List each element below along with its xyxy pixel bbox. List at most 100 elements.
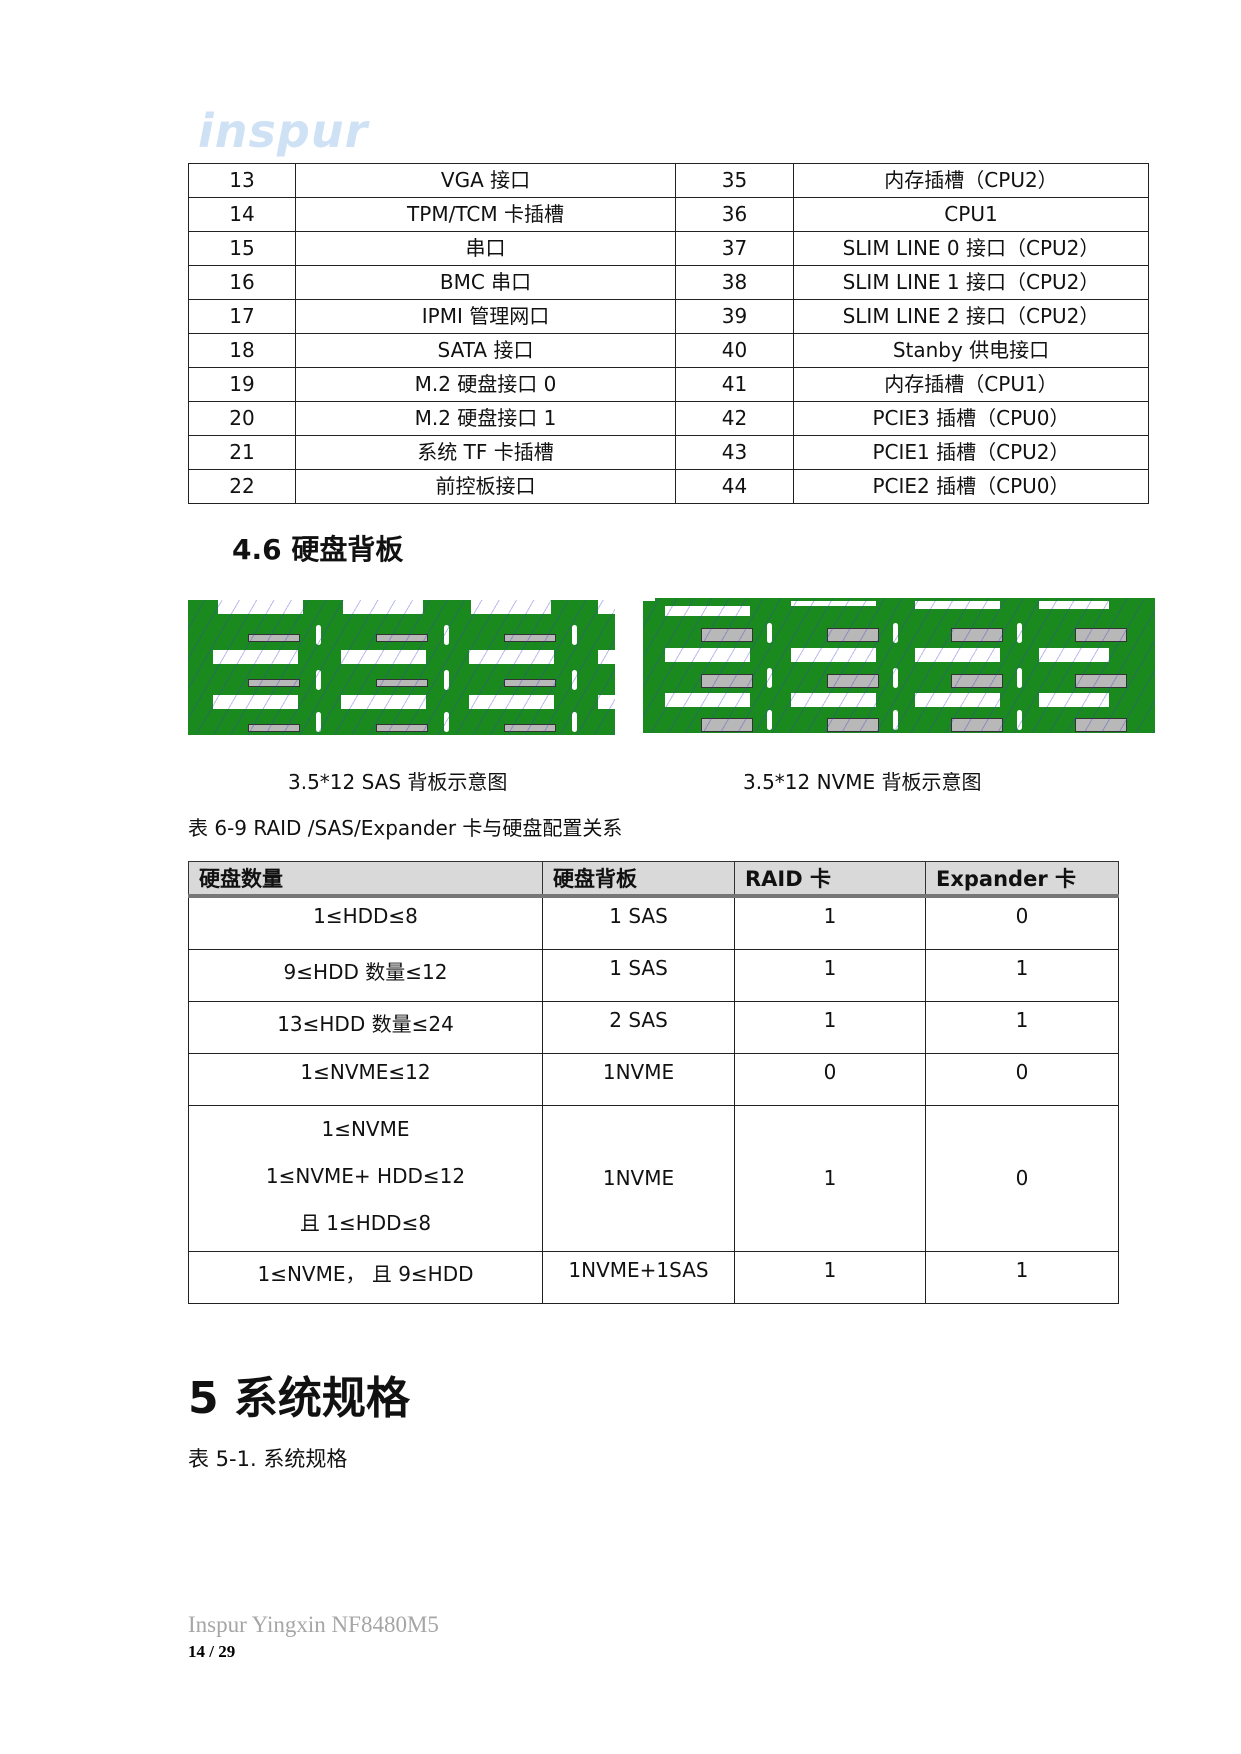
cell: 1: [734, 949, 926, 1002]
cell: 38: [675, 265, 794, 300]
table-header-row: 硬盘数量 硬盘背板 RAID 卡 Expander 卡: [188, 861, 1119, 898]
cell: TPM/TCM 卡插槽: [295, 197, 676, 232]
cell-line: 1≤NVME: [321, 1117, 410, 1141]
cell: 21: [188, 435, 296, 470]
cell: 1: [734, 1001, 926, 1054]
cell: 44: [675, 469, 794, 504]
cell: 39: [675, 299, 794, 334]
cell: SLIM LINE 1 接口（CPU2）: [793, 265, 1149, 300]
cell: IPMI 管理网口: [295, 299, 676, 334]
cell: 1≤HDD≤8: [188, 895, 543, 950]
sas-figure-caption: 3.5*12 SAS 背板示意图: [288, 770, 508, 794]
cell: 35: [675, 163, 794, 198]
table-row: 1≤NVME， 且 9≤HDD 1NVME+1SAS 1 1: [188, 1251, 1119, 1304]
cell: 37: [675, 231, 794, 266]
column-header: 硬盘数量: [188, 861, 543, 898]
cell: 1: [925, 949, 1119, 1002]
cell: 1: [925, 1001, 1119, 1054]
cell: 16: [188, 265, 296, 300]
cell: 内存插槽（CPU1）: [793, 367, 1149, 402]
table-row: 13≤HDD 数量≤24 2 SAS 1 1: [188, 1001, 1119, 1054]
cell: 1: [734, 895, 926, 950]
cell: 13≤HDD 数量≤24: [188, 1001, 543, 1054]
table-row: 1≤HDD≤8 1 SAS 1 0: [188, 895, 1119, 950]
cell-line: 且 1≤HDD≤8: [299, 1211, 432, 1235]
cell: PCIE2 插槽（CPU0）: [793, 469, 1149, 504]
cell: M.2 硬盘接口 1: [295, 401, 676, 436]
cell: 0: [925, 1105, 1119, 1252]
cell: 前控板接口: [295, 469, 676, 504]
cell: 1: [734, 1105, 926, 1252]
cell: 内存插槽（CPU2）: [793, 163, 1149, 198]
cell: SATA 接口: [295, 333, 676, 368]
column-header: 硬盘背板: [542, 861, 735, 898]
nvme-backplane-figure: [643, 598, 1155, 733]
inspur-logo: inspur: [198, 104, 369, 158]
cell: 串口: [295, 231, 676, 266]
column-header: RAID 卡: [734, 861, 926, 898]
cell: 40: [675, 333, 794, 368]
cell: 系统 TF 卡插槽: [295, 435, 676, 470]
cell: 18: [188, 333, 296, 368]
cell: M.2 硬盘接口 0: [295, 367, 676, 402]
cell: PCIE3 插槽（CPU0）: [793, 401, 1149, 436]
cell: 0: [925, 895, 1119, 950]
section-heading-5: 5 系统规格: [188, 1373, 410, 1424]
cell: 43: [675, 435, 794, 470]
cell: 1≤NVME≤12: [188, 1053, 543, 1106]
footer-product: Inspur Yingxin NF8480M5: [188, 1612, 439, 1637]
cell: 1NVME: [542, 1105, 735, 1252]
cell: 15: [188, 231, 296, 266]
table-row: 1≤NVME≤12 1NVME 0 0: [188, 1053, 1119, 1106]
cell: 14: [188, 197, 296, 232]
cell: PCIE1 插槽（CPU2）: [793, 435, 1149, 470]
cell: 0: [925, 1053, 1119, 1106]
cell: 1NVME+1SAS: [542, 1251, 735, 1304]
cell: Stanby 供电接口: [793, 333, 1149, 368]
cell: BMC 串口: [295, 265, 676, 300]
sas-backplane-figure: [188, 600, 615, 735]
cell: 1≤NVME， 且 9≤HDD: [188, 1251, 543, 1304]
cell-line: 1≤NVME+ HDD≤12: [265, 1164, 466, 1188]
cell: 41: [675, 367, 794, 402]
cell: 1≤NVME 1≤NVME+ HDD≤12 且 1≤HDD≤8: [188, 1105, 543, 1252]
table-caption-5-1: 表 5-1. 系统规格: [188, 1447, 348, 1471]
cell: 1 SAS: [542, 949, 735, 1002]
cell: 1: [734, 1251, 926, 1304]
cell: SLIM LINE 2 接口（CPU2）: [793, 299, 1149, 334]
section-heading-4-6: 4.6 硬盘背板: [232, 533, 404, 566]
cell: 0: [734, 1053, 926, 1106]
cell: 36: [675, 197, 794, 232]
cell: SLIM LINE 0 接口（CPU2）: [793, 231, 1149, 266]
table-row: 9≤HDD 数量≤12 1 SAS 1 1: [188, 949, 1119, 1002]
cell: 17: [188, 299, 296, 334]
cell: 42: [675, 401, 794, 436]
cell: 1NVME: [542, 1053, 735, 1106]
cell: 1 SAS: [542, 895, 735, 950]
table-row: 1≤NVME 1≤NVME+ HDD≤12 且 1≤HDD≤8 1NVME 1 …: [188, 1105, 1119, 1252]
cell: 2 SAS: [542, 1001, 735, 1054]
table-caption-6-9: 表 6-9 RAID /SAS/Expander 卡与硬盘配置关系: [188, 816, 623, 840]
column-header: Expander 卡: [925, 861, 1119, 898]
raid-config-table: 硬盘数量 硬盘背板 RAID 卡 Expander 卡 1≤HDD≤8 1 SA…: [188, 861, 1119, 1304]
cell: 19: [188, 367, 296, 402]
nvme-figure-caption: 3.5*12 NVME 背板示意图: [743, 770, 982, 794]
page-number: 14 / 29: [188, 1642, 236, 1661]
cell: VGA 接口: [295, 163, 676, 198]
cell: 9≤HDD 数量≤12: [188, 949, 543, 1002]
cell: 22: [188, 469, 296, 504]
cell: 1: [925, 1251, 1119, 1304]
cell: CPU1: [793, 197, 1149, 232]
cell: 13: [188, 163, 296, 198]
